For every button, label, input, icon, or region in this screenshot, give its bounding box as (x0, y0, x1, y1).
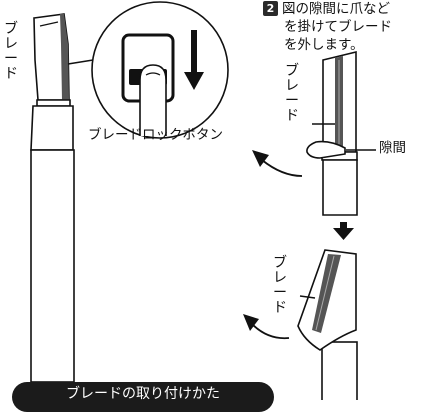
step-line-3: を外します。 (284, 37, 364, 53)
lock-button-inset (67, 1, 229, 139)
step-line-1: 図の隙間に爪など (282, 1, 390, 17)
blade-label-right-top: ブレード (285, 63, 299, 124)
step-line-2: を掛けてブレード (284, 19, 392, 35)
step-instruction: 2 図の隙間に爪など を掛けてブレード を外します。 (263, 0, 441, 54)
lock-button-label: ブレードロックボタン (88, 127, 223, 143)
curved-arrow-icon-top (252, 150, 303, 177)
arrow-down-icon (184, 30, 204, 90)
trimmer-detail-top (306, 50, 358, 216)
blade-leader-line-bottom (299, 295, 316, 299)
step-number-badge: 2 (263, 1, 278, 16)
diagram-canvas (30, 1, 376, 400)
blade-label-left: ブレード (4, 21, 18, 82)
arrow-down-icon-middle (333, 222, 354, 240)
gap-label: 隙間 (379, 140, 406, 156)
trimmer-detail-bottom (297, 249, 358, 400)
blade-label-right-bottom: ブレード (273, 255, 287, 316)
curved-arrow-icon-bottom (243, 314, 290, 340)
section-banner: ブレードの取り付けかた (12, 382, 274, 412)
trimmer-left (30, 13, 75, 383)
